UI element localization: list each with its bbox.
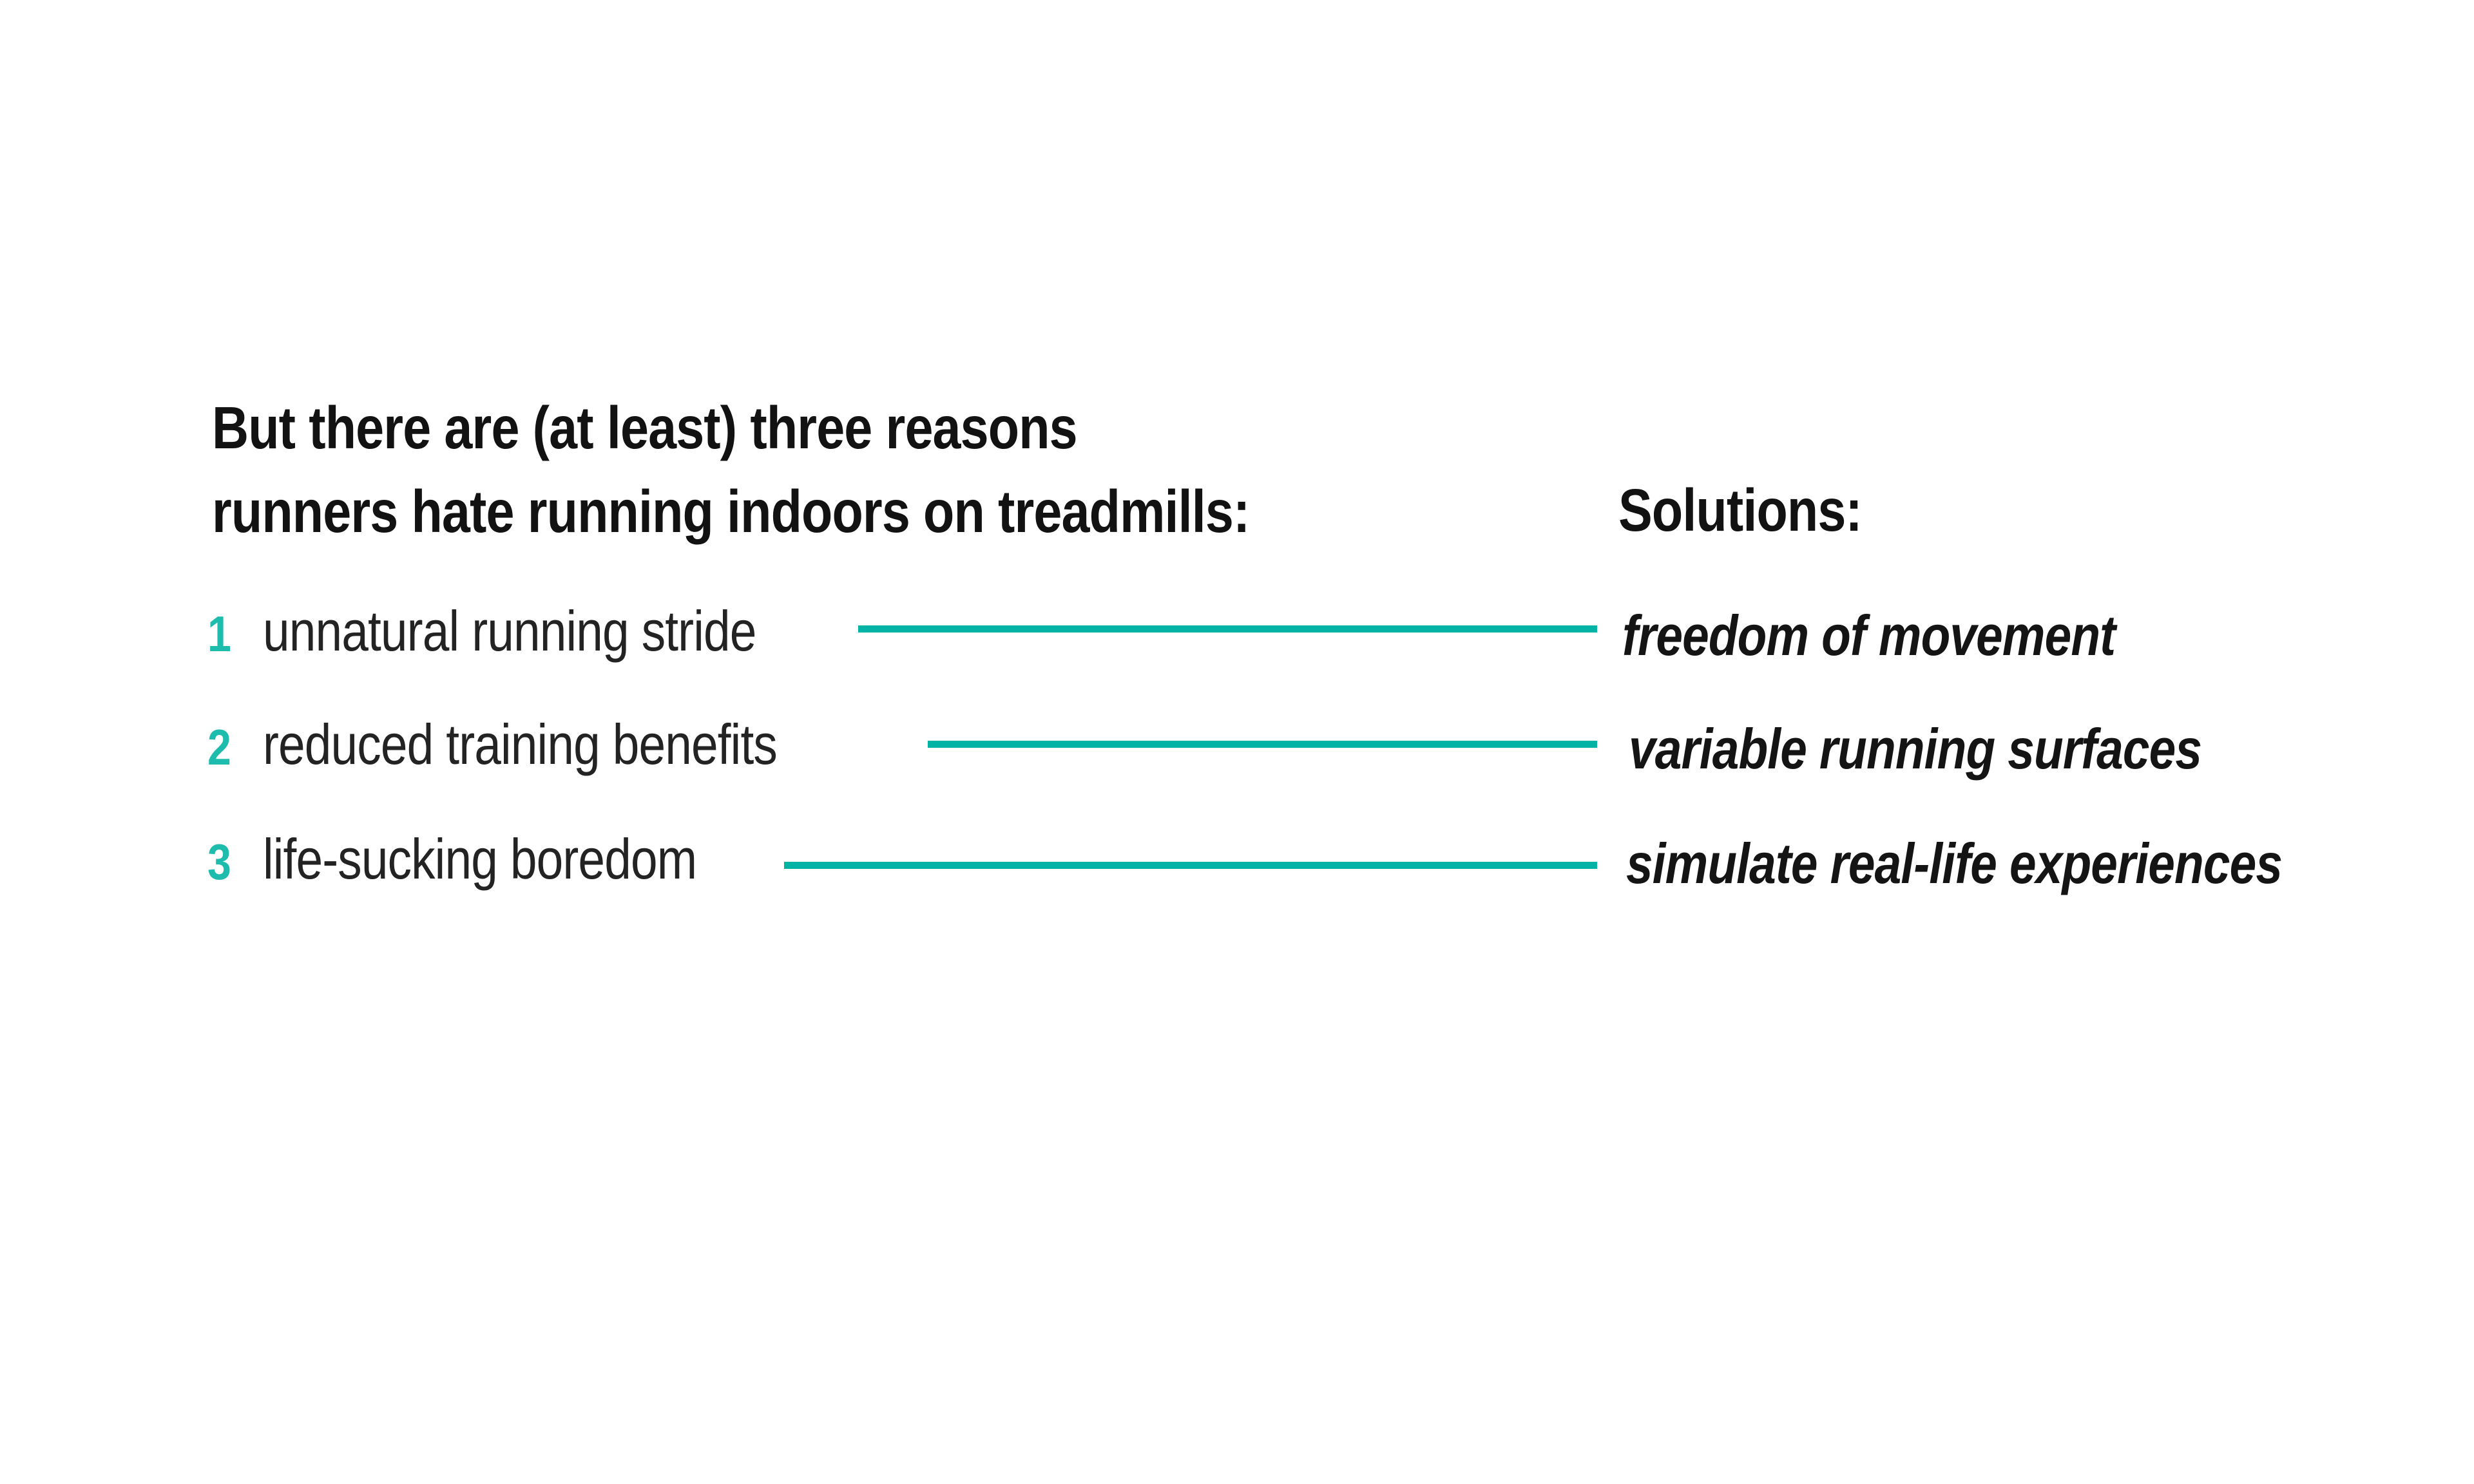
item-2-problem: reduced training benefits xyxy=(263,716,868,773)
problems-heading-line2-text: runners hate running indoors on treadmil… xyxy=(212,478,1250,545)
item-1-number: 1 xyxy=(207,609,235,659)
item-3-problem-text: life-sucking boredom xyxy=(263,827,697,891)
item-3-number-text: 3 xyxy=(207,833,231,890)
solutions-heading-text: Solutions: xyxy=(1618,477,1863,544)
item-1-connector-line xyxy=(858,625,1597,633)
item-2-number: 2 xyxy=(207,722,235,772)
item-2-problem-text: reduced training benefits xyxy=(263,712,778,776)
item-3-number: 3 xyxy=(207,837,235,887)
item-1-problem-text: unnatural running stride xyxy=(263,599,756,663)
item-2-number-text: 2 xyxy=(207,719,231,775)
item-1-problem: unnatural running stride xyxy=(263,603,843,660)
item-3-solution-text: simulate real-life experiences xyxy=(1626,832,2283,895)
item-3-connector-line xyxy=(784,862,1597,869)
problems-heading-line1: But there are (at least) three reasons xyxy=(212,398,1230,458)
item-2-connector-line xyxy=(928,741,1597,748)
item-1-solution: freedom of movement xyxy=(1622,607,2202,664)
problems-heading-line1-text: But there are (at least) three reasons xyxy=(212,394,1078,461)
item-2-solution: variable running surfaces xyxy=(1629,721,2303,777)
item-1-solution-text: freedom of movement xyxy=(1622,604,2116,667)
item-3-solution: simulate real-life experiences xyxy=(1626,835,2398,892)
item-3-problem: life-sucking boredom xyxy=(263,831,773,888)
item-1-number-text: 1 xyxy=(207,605,231,662)
item-2-solution-text: variable running surfaces xyxy=(1629,717,2202,781)
problems-heading-line2: runners hate running indoors on treadmil… xyxy=(212,482,1433,542)
solutions-heading: Solutions: xyxy=(1618,480,1905,540)
